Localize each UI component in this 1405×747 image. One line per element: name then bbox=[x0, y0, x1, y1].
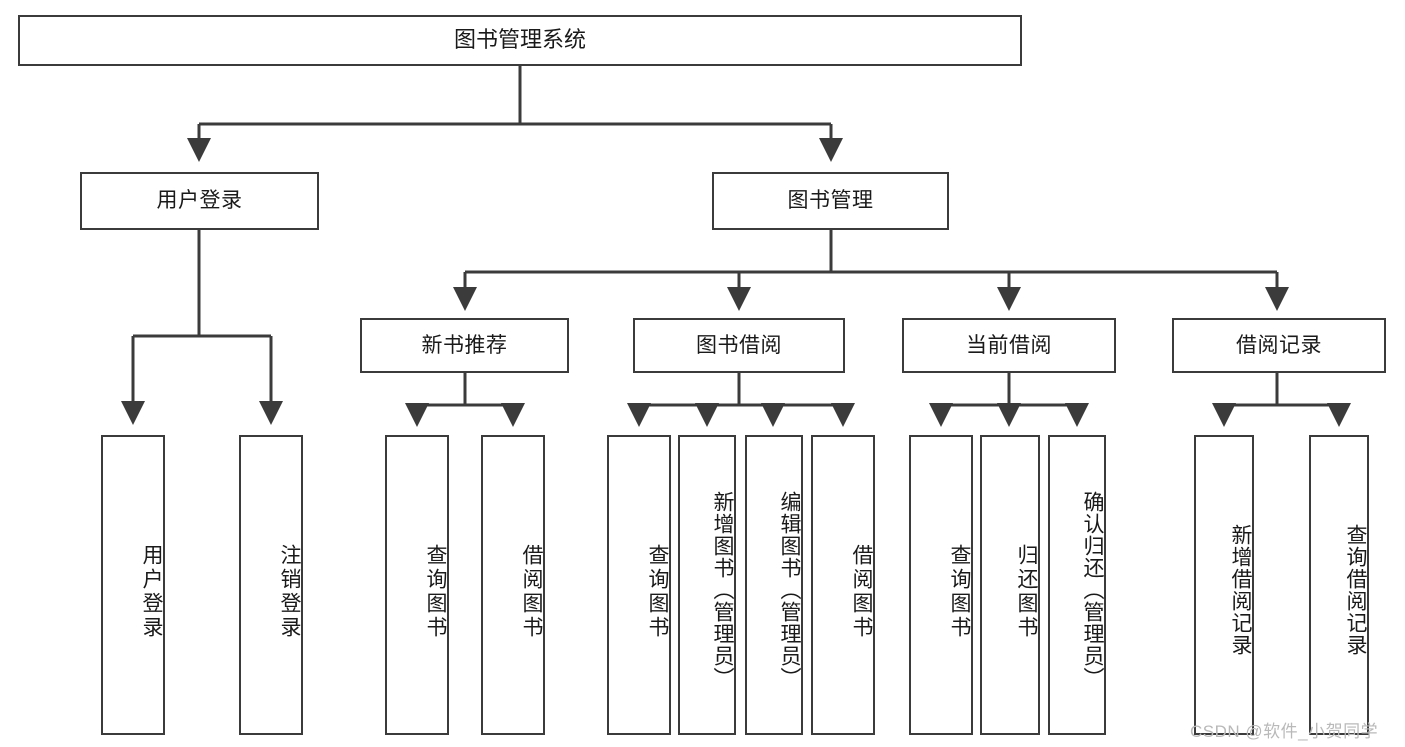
leaf-record-add-record[interactable]: 新增借阅记录 bbox=[1194, 435, 1254, 735]
leaf-borrow-borrow-book[interactable]: 借阅图书 bbox=[811, 435, 875, 735]
node-borrow-record[interactable]: 借阅记录 bbox=[1172, 318, 1386, 373]
leaf-borrow-query-book[interactable]: 查询图书 bbox=[607, 435, 671, 735]
node-label: 图书管理系统 bbox=[453, 27, 586, 53]
node-book-management[interactable]: 图书管理 bbox=[712, 172, 949, 230]
leaf-borrow-add-book-admin[interactable]: 新增图书（管理员） bbox=[678, 435, 736, 735]
node-label: 确认归还（管理员） bbox=[1081, 491, 1104, 689]
node-label: 借阅图书 bbox=[520, 544, 543, 640]
node-label: 查询借阅记录 bbox=[1344, 524, 1367, 656]
node-label: 用户登录 bbox=[156, 189, 243, 213]
leaf-user-login-logout[interactable]: 注销登录 bbox=[239, 435, 303, 735]
node-label: 注销登录 bbox=[278, 544, 301, 640]
leaf-recommend-query-book[interactable]: 查询图书 bbox=[385, 435, 449, 735]
node-label: 图书管理 bbox=[787, 189, 874, 213]
node-book-borrow[interactable]: 图书借阅 bbox=[633, 318, 845, 373]
node-label: 新书推荐 bbox=[421, 333, 508, 357]
leaf-record-query-record[interactable]: 查询借阅记录 bbox=[1309, 435, 1369, 735]
node-new-book-recommend[interactable]: 新书推荐 bbox=[360, 318, 569, 373]
node-label: 当前借阅 bbox=[966, 333, 1052, 357]
node-current-borrow[interactable]: 当前借阅 bbox=[902, 318, 1116, 373]
node-label: 查询图书 bbox=[948, 544, 971, 640]
watermark-text: CSDN @软件_小贺同学 bbox=[1190, 722, 1379, 741]
leaf-current-return-book[interactable]: 归还图书 bbox=[980, 435, 1040, 735]
leaf-current-confirm-return-admin[interactable]: 确认归还（管理员） bbox=[1048, 435, 1106, 735]
leaf-recommend-borrow-book[interactable]: 借阅图书 bbox=[481, 435, 545, 735]
watermark: CSDN @软件_小贺同学 bbox=[1190, 717, 1378, 742]
node-label: 新增图书（管理员） bbox=[711, 491, 734, 689]
node-label: 用户登录 bbox=[140, 544, 163, 640]
leaf-current-query-book[interactable]: 查询图书 bbox=[909, 435, 973, 735]
node-label: 归还图书 bbox=[1015, 544, 1038, 640]
node-root-system[interactable]: 图书管理系统 bbox=[18, 15, 1022, 66]
leaf-user-login-login[interactable]: 用户登录 bbox=[101, 435, 165, 735]
leaf-borrow-edit-book-admin[interactable]: 编辑图书（管理员） bbox=[745, 435, 803, 735]
node-label: 图书借阅 bbox=[696, 333, 782, 357]
node-label: 编辑图书（管理员） bbox=[778, 491, 801, 689]
node-label: 查询图书 bbox=[646, 544, 669, 640]
node-label: 借阅图书 bbox=[850, 544, 873, 640]
node-user-login[interactable]: 用户登录 bbox=[80, 172, 319, 230]
node-label: 借阅记录 bbox=[1236, 333, 1322, 357]
node-label: 查询图书 bbox=[424, 544, 447, 640]
node-label: 新增借阅记录 bbox=[1229, 524, 1252, 656]
